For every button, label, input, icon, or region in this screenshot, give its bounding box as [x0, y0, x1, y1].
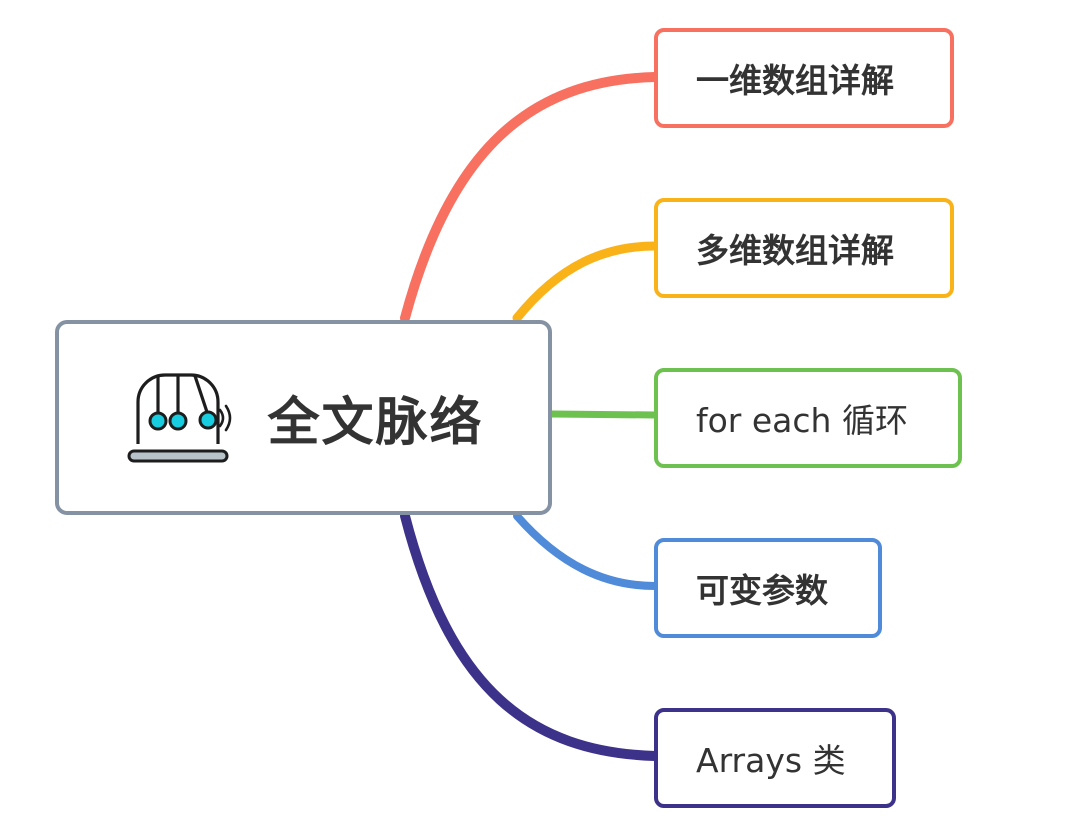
branch-1d-array[interactable]: 一维数组详解: [654, 28, 954, 128]
central-topic[interactable]: 全文脉络: [55, 320, 552, 515]
connector-line-multi-array: [512, 241, 660, 323]
branch-label: 一维数组详解: [696, 61, 894, 100]
branch-multi-array[interactable]: 多维数组详解: [654, 198, 954, 298]
branch-label: 多维数组详解: [696, 231, 894, 270]
branch-arrays-class[interactable]: Arrays 类: [654, 708, 896, 808]
central-topic-title: 全文脉络: [267, 393, 484, 453]
connector-line-arrays-class: [400, 511, 660, 761]
connector-line-1d-array: [400, 72, 660, 323]
newtons-cradle-icon: [127, 372, 232, 462]
branch-label: 可变参数: [696, 571, 828, 610]
branch-for-each-loop[interactable]: for each 循环: [654, 368, 962, 468]
branch-label: Arrays 类: [696, 741, 846, 780]
connector-line-for-each: [548, 410, 659, 419]
branch-varargs[interactable]: 可变参数: [654, 538, 882, 638]
connector-line-varargs: [513, 512, 659, 590]
branch-label: for each 循环: [696, 401, 908, 440]
